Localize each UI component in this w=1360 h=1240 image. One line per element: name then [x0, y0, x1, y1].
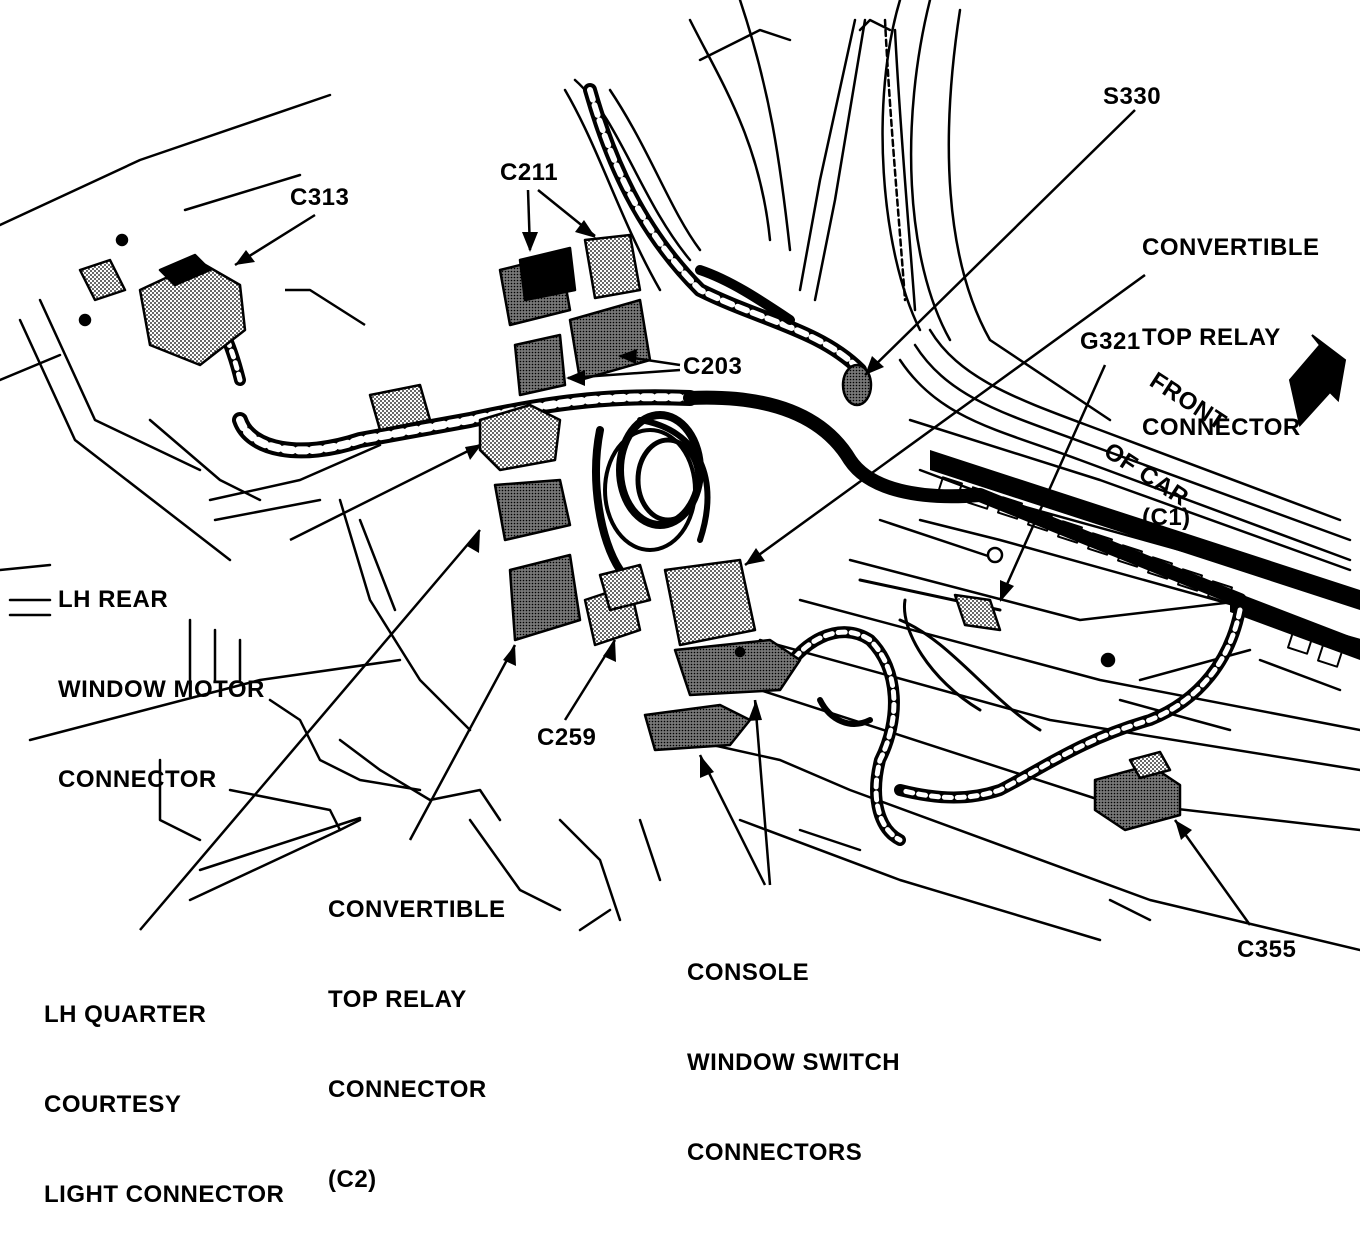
- label-line: LIGHT CONNECTOR: [44, 1181, 285, 1208]
- label-line: (C1): [1142, 504, 1191, 531]
- leader-c203-b: [567, 368, 681, 380]
- label-line: LH QUARTER: [44, 1001, 207, 1028]
- connector-c203-a: [568, 298, 652, 382]
- label-convertible-top-relay-c1: CONVERTIBLE TOP RELAY CONNECTOR (C1): [1142, 173, 1320, 563]
- label-c259: C259: [537, 724, 597, 751]
- label-line: TOP RELAY: [1142, 324, 1281, 351]
- body-panel-lines: [0, 93, 662, 932]
- connector-c203-b: [513, 333, 567, 397]
- label-line: COURTESY: [44, 1091, 182, 1118]
- wiring-harness: [194, 83, 1247, 846]
- leader-console-b: [753, 699, 772, 886]
- pillar-lines: [563, 0, 1352, 572]
- console-dark-strip-2: [1230, 590, 1360, 660]
- label-c211: C211: [500, 159, 559, 186]
- label-line: LH REAR: [58, 586, 169, 613]
- connector-lh-quarter: [493, 478, 572, 542]
- ground-g321: [953, 593, 1002, 632]
- label-lh-rear-window-motor: LH REAR WINDOW MOTOR CONNECTOR: [58, 525, 265, 825]
- leader-g321: [998, 364, 1107, 601]
- label-line: CONSOLE: [687, 959, 810, 986]
- leader-arrowheads: [235, 220, 1192, 840]
- leader-relay-c2: [408, 644, 517, 841]
- front-of-car-arrow: [1288, 334, 1347, 428]
- label-line: CONNECTOR: [328, 1076, 487, 1103]
- connector-relay-c1: [663, 558, 757, 647]
- label-line: CONNECTOR: [58, 766, 217, 793]
- connectors: [78, 233, 1182, 832]
- label-console-window-switch: CONSOLE WINDOW SWITCH CONNECTORS: [687, 898, 900, 1198]
- connector-relay-c2: [508, 553, 582, 642]
- label-s330: S330: [1103, 83, 1162, 110]
- label-g321: G321: [1080, 328, 1141, 355]
- label-convertible-top-relay-c2: CONVERTIBLE TOP RELAY CONNECTOR (C2): [328, 835, 506, 1225]
- leader-lh-rear-window: [289, 443, 481, 542]
- leader-relay-c1: [744, 273, 1146, 567]
- connector-c211-b: [583, 233, 642, 300]
- connector-console-switch-a: [673, 638, 802, 697]
- label-line: CONNECTORS: [687, 1139, 863, 1166]
- label-line: FRONT: [1144, 366, 1231, 436]
- splice-s330: [841, 363, 873, 407]
- label-line: TOP RELAY: [328, 986, 467, 1013]
- leader-console-a: [698, 754, 767, 886]
- wiring-diagram: C313 C211 C203 S330 G321 C259 C355 CONVE…: [0, 0, 1360, 1208]
- leader-s330: [864, 109, 1136, 376]
- console-dark-strip: [930, 450, 1360, 610]
- label-line: CONVERTIBLE: [328, 896, 506, 923]
- label-line: WINDOW MOTOR: [58, 676, 265, 703]
- diagram-artwork: [0, 0, 1360, 952]
- leader-c355: [1173, 819, 1252, 926]
- label-line: CONNECTOR: [1142, 414, 1301, 441]
- label-line: (C2): [328, 1166, 377, 1193]
- connector-console-switch-b: [643, 703, 752, 752]
- label-c313: C313: [290, 184, 350, 211]
- leader-lines: [139, 109, 1252, 931]
- label-lh-quarter-courtesy: LH QUARTER COURTESY LIGHT CONNECTOR: [44, 940, 284, 1240]
- leader-lh-quarter: [139, 529, 481, 931]
- label-line: WINDOW SWITCH: [687, 1049, 901, 1076]
- label-line: OF CAR: [1099, 437, 1194, 512]
- label-c203: C203: [683, 353, 743, 380]
- connector-lh-rear-window: [478, 403, 562, 472]
- label-line: CONVERTIBLE: [1142, 234, 1320, 261]
- label-c355: C355: [1237, 936, 1297, 963]
